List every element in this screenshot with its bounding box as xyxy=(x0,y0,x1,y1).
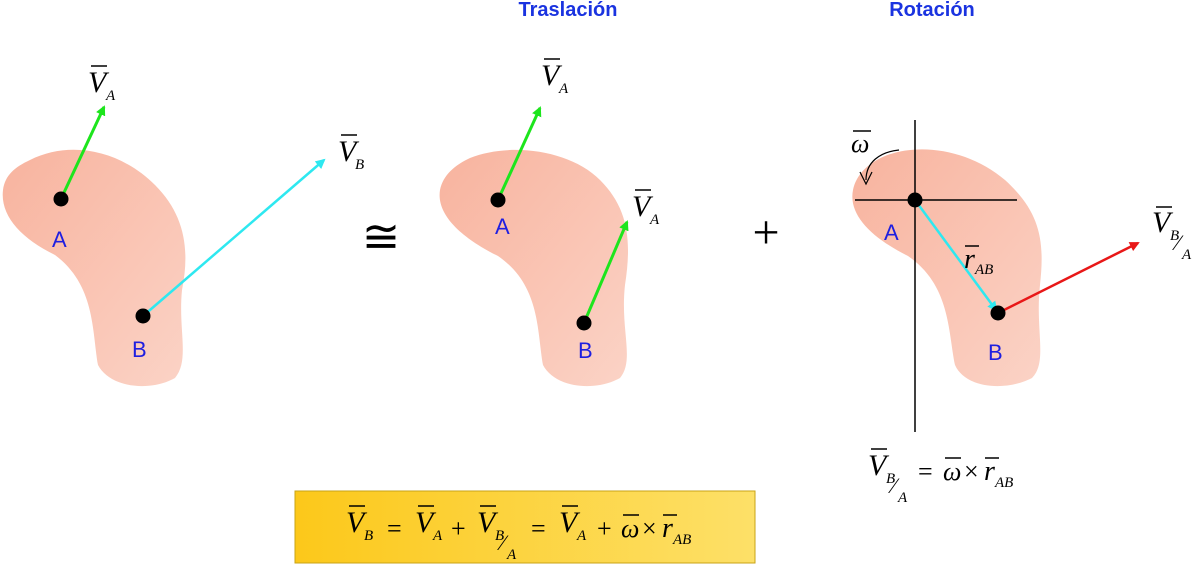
svg-text:ω: ω xyxy=(943,457,961,486)
svg-text:r: r xyxy=(964,244,975,275)
svg-text:A: A xyxy=(576,528,587,544)
label-va-left: V A xyxy=(88,65,116,104)
svg-text:×: × xyxy=(642,514,657,543)
point-a-label-translation: A xyxy=(495,214,510,239)
svg-text:A: A xyxy=(105,88,116,104)
svg-text:A: A xyxy=(558,81,569,97)
svg-text:A: A xyxy=(1181,247,1192,263)
relative-velocity-formula: V B ⁄ A = ω × r AB xyxy=(868,448,1013,506)
label-va-translation-top: V A xyxy=(541,58,569,97)
svg-text:V: V xyxy=(477,506,499,539)
svg-text:B: B xyxy=(355,157,364,173)
svg-text:A: A xyxy=(432,528,443,544)
velocity-a-arrow-left xyxy=(59,105,106,200)
velocity-b-rel-a-arrow xyxy=(997,241,1140,315)
point-a-label-rotation: A xyxy=(884,220,899,245)
point-a-label-left: A xyxy=(52,227,67,252)
translation-title: Traslación xyxy=(519,0,618,21)
svg-text:V: V xyxy=(1152,206,1174,239)
svg-text:V: V xyxy=(415,506,437,539)
velocity-formula: V B = V A + V B ⁄ A = V A + ω × r AB xyxy=(346,505,691,563)
rigid-body-left xyxy=(2,149,186,387)
point-b-dot-translation xyxy=(576,315,592,331)
point-b-dot-left xyxy=(135,308,151,324)
velocity-b-arrow-left xyxy=(142,158,326,317)
svg-text:=: = xyxy=(387,514,402,543)
svg-text:A: A xyxy=(897,490,908,506)
svg-text:AB: AB xyxy=(994,475,1013,491)
rigid-body-rotation xyxy=(852,149,1042,387)
svg-text:r: r xyxy=(662,513,673,544)
svg-text:ω: ω xyxy=(621,514,639,543)
svg-text:r: r xyxy=(984,456,995,487)
svg-text:AB: AB xyxy=(672,532,691,548)
svg-text:+: + xyxy=(597,514,612,543)
point-b-label-translation: B xyxy=(578,338,593,363)
plus-symbol: + xyxy=(752,206,779,259)
svg-text:B: B xyxy=(886,471,895,487)
svg-text:=: = xyxy=(918,457,933,486)
svg-text:V: V xyxy=(632,190,654,223)
formula-box xyxy=(294,490,756,564)
svg-text:×: × xyxy=(964,457,979,486)
velocity-a-arrow-translation-top xyxy=(496,106,542,201)
svg-text:B: B xyxy=(1170,228,1179,244)
omega-rotation-arrow xyxy=(865,149,900,181)
point-b-dot-rotation xyxy=(990,305,1006,321)
label-rab: r AB xyxy=(964,244,993,278)
label-vb-rel-a-rotation: V B ⁄ A xyxy=(1152,206,1192,263)
label-omega: ω xyxy=(851,129,871,158)
label-va-translation-bottom: V A xyxy=(632,189,660,228)
position-vector-rab-arrow xyxy=(913,199,998,312)
svg-text:B: B xyxy=(495,528,504,544)
svg-text:B: B xyxy=(364,528,373,544)
velocity-a-arrow-translation-bottom xyxy=(582,220,629,324)
svg-text:V: V xyxy=(338,135,360,168)
rigid-body-translation xyxy=(439,149,629,387)
svg-text:AB: AB xyxy=(974,262,993,278)
svg-text:V: V xyxy=(88,66,110,99)
svg-text:V: V xyxy=(346,506,368,539)
svg-text:V: V xyxy=(868,449,890,482)
svg-text:=: = xyxy=(531,514,546,543)
svg-text:V: V xyxy=(559,506,581,539)
svg-text:ω: ω xyxy=(851,129,869,158)
svg-text:V: V xyxy=(541,59,563,92)
svg-text:A: A xyxy=(649,212,660,228)
point-a-dot-rotation xyxy=(907,192,923,208)
svg-text:+: + xyxy=(451,514,466,543)
point-b-label-left: B xyxy=(132,337,147,362)
point-a-dot-translation xyxy=(490,192,506,208)
svg-text:A: A xyxy=(506,547,517,563)
point-b-label-rotation: B xyxy=(988,340,1003,365)
approx-symbol: ≅ xyxy=(362,211,401,262)
label-vb-left: V B xyxy=(338,134,364,173)
rotation-title: Rotación xyxy=(889,0,975,21)
point-a-dot-left xyxy=(53,191,69,207)
omega-arrowhead xyxy=(859,171,873,186)
